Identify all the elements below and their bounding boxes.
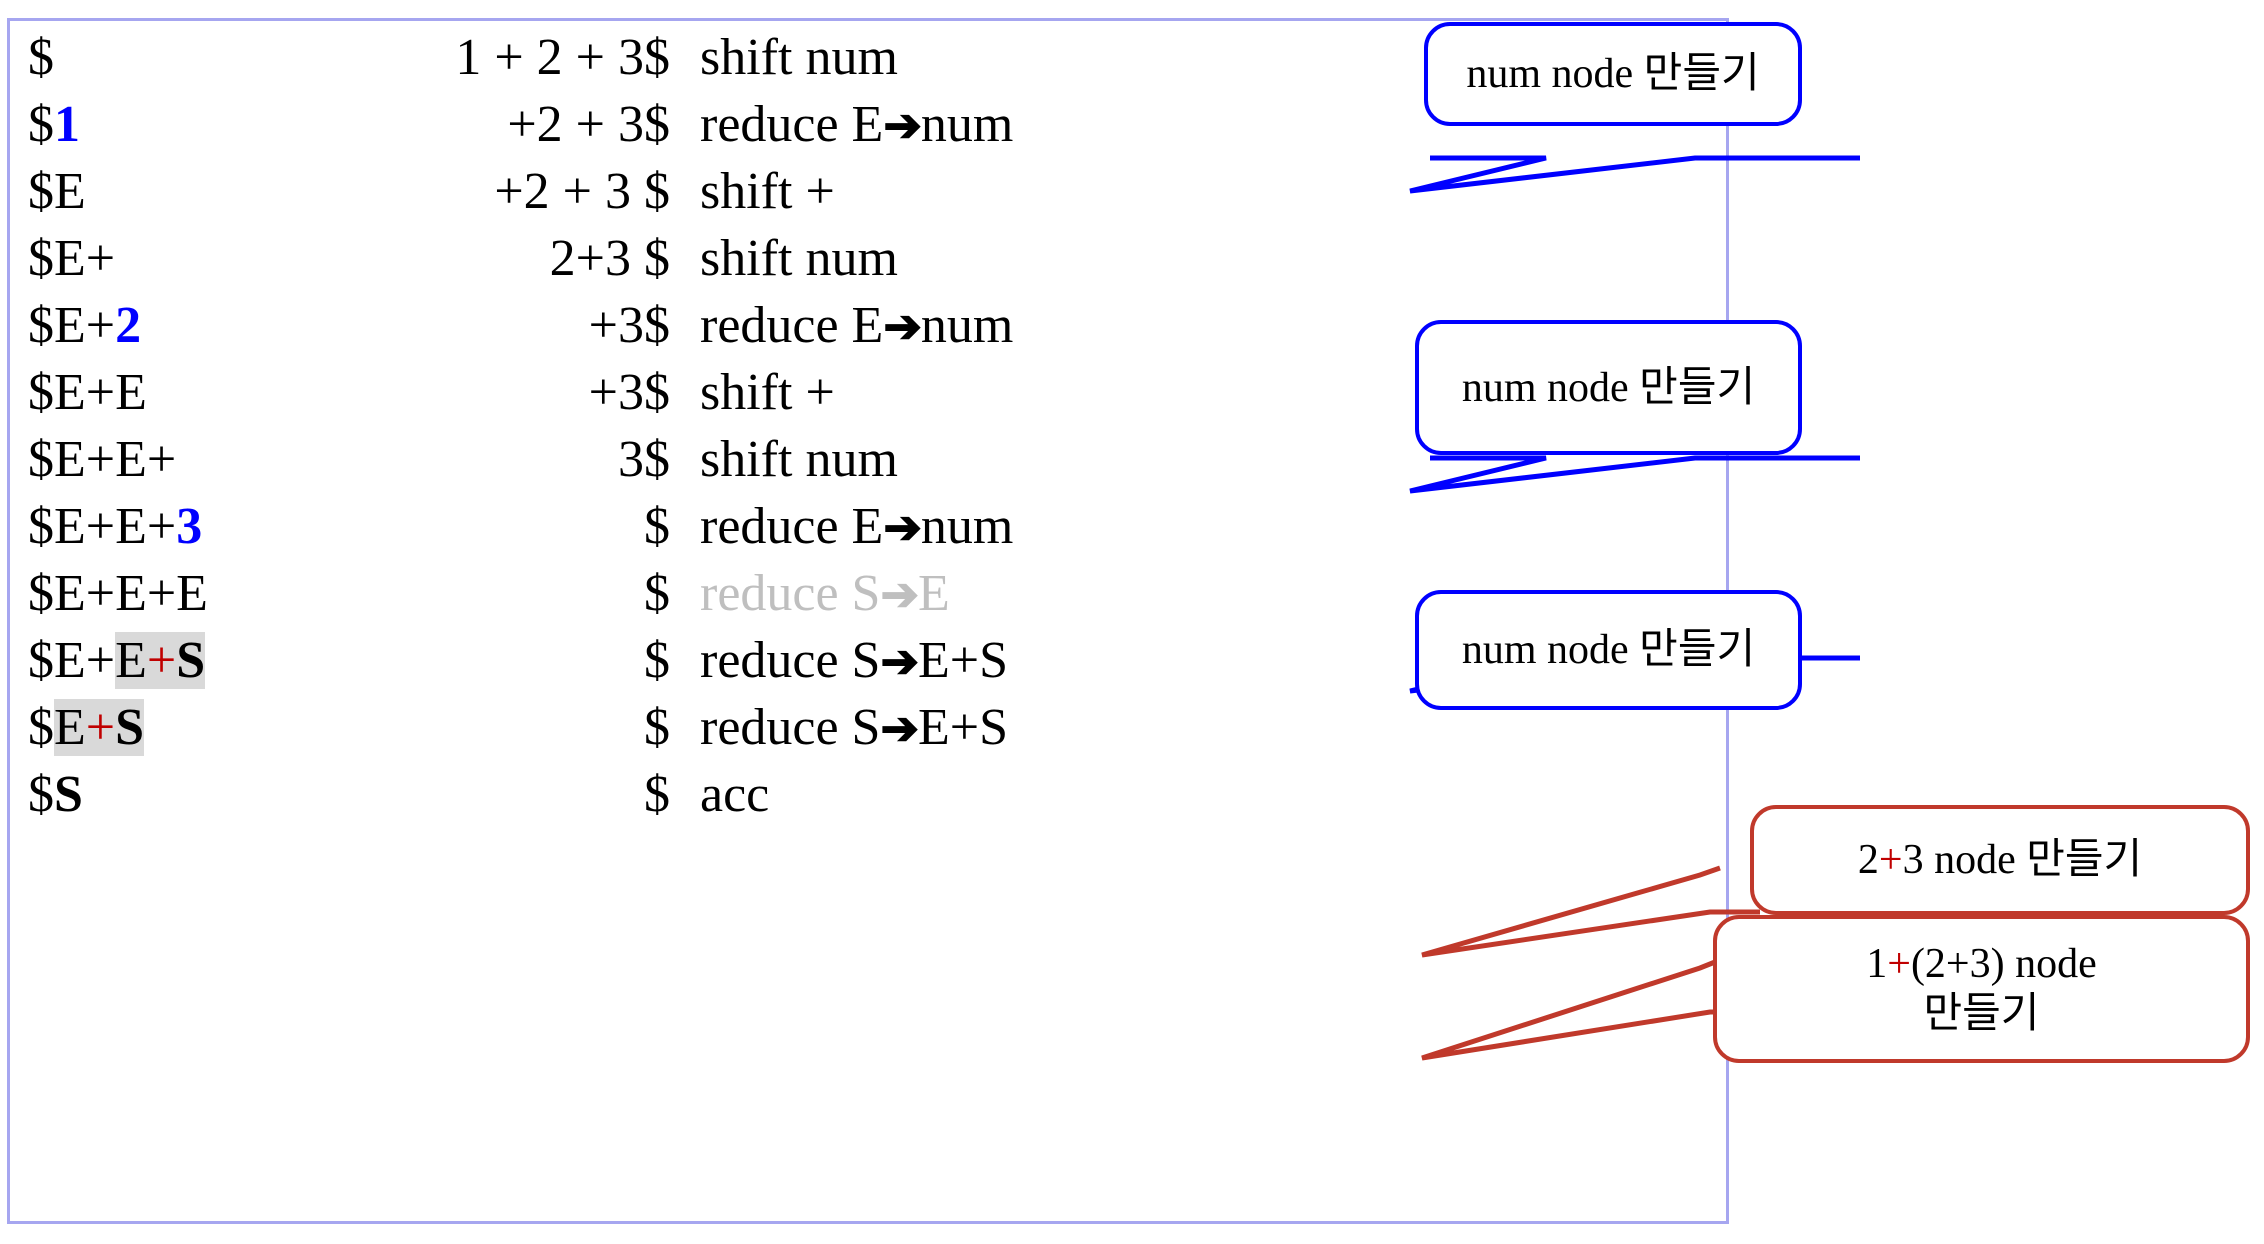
input-cell: $ (644, 766, 670, 823)
input-cell: $ (644, 699, 670, 756)
action-cell: shift num (700, 431, 898, 488)
input-cell: 3$ (618, 431, 670, 488)
stack-cell: $E+E+S (28, 632, 206, 689)
table-row: $E +2 + 3 $ shift + (0, 160, 1729, 227)
table-row: $E+2 +3$ reduce E➔num (0, 294, 1729, 361)
callout-tail-num-node-1 (1409, 155, 1860, 194)
table-row: $E+E+3 $ reduce E➔num (0, 495, 1729, 562)
table-row: $S $ acc (0, 763, 1729, 830)
input-cell: +3$ (588, 297, 670, 354)
table-row: $E+ 2+3 $ shift num (0, 227, 1729, 294)
action-cell: acc (700, 766, 770, 823)
stack-cell: $E+E+E (28, 565, 208, 622)
action-cell: reduce S➔E+S (700, 699, 1009, 756)
table-row: $E+E +3$ shift + (0, 361, 1729, 428)
input-cell: 2+3 $ (549, 230, 670, 287)
stack-cell: $E+E+3 (28, 498, 203, 555)
action-cell: reduce S➔E+S (700, 632, 1009, 689)
input-cell: $ (644, 498, 670, 555)
stack-cell: $E+ (28, 230, 116, 287)
input-cell: 1 + 2 + 3$ (455, 29, 670, 86)
callout-sum-23: 2+3 node 만들기 (1750, 805, 2250, 915)
input-cell: +2 + 3$ (507, 96, 670, 153)
stack-cell: $E (28, 163, 86, 220)
callout-num-node-1-label: num node 만들기 (1466, 51, 1760, 97)
action-cell: reduce E➔num (700, 498, 1014, 555)
stack-cell: $ (28, 29, 54, 86)
action-cell: reduce E➔num (700, 96, 1014, 153)
callout-tail-sum-1-23 (1421, 957, 1760, 1061)
callout-tail-num-node-2 (1409, 455, 1860, 494)
stack-cell: $E+E+ (28, 431, 177, 488)
input-cell: $ (644, 632, 670, 689)
stack-cell: $E+2 (28, 297, 142, 354)
stack-cell: $S (28, 766, 83, 823)
action-cell: shift + (700, 163, 835, 220)
table-row: $E+S $ reduce S➔E+S (0, 696, 1729, 763)
callout-num-node-2-label: num node 만들기 (1461, 364, 1756, 411)
callout-tail-sum-23 (1421, 865, 1760, 958)
stack-cell: $E+E (28, 364, 147, 421)
action-cell: shift num (700, 29, 898, 86)
input-cell: $ (644, 565, 670, 622)
table-row: $1 +2 + 3$ reduce E➔num (0, 93, 1729, 160)
table-row: $1 + 2 + 3$ shift num (0, 26, 1729, 93)
stack-cell: $1 (28, 96, 80, 153)
table-row: $E+E+E $ reduce S➔E (0, 562, 1729, 629)
callout-num-node-3-label: num node 만들기 (1461, 627, 1756, 673)
action-cell: shift + (700, 364, 835, 421)
callout-sum-23-label: 2+3 node 만들기 (1857, 837, 2143, 883)
stack-cell: $E+S (28, 699, 145, 756)
input-cell: +2 + 3 $ (494, 163, 670, 220)
action-cell: reduce E➔num (700, 297, 1014, 354)
parse-trace-table: $1 + 2 + 3$ shift num $1 +2 + 3$ reduce E➔nu… (0, 26, 1729, 830)
action-cell: shift num (700, 230, 898, 287)
callout-num-node-3: num node 만들기 (1415, 590, 1802, 710)
table-row: $E+E+S $ reduce S➔E+S (0, 629, 1729, 696)
input-cell: +3$ (588, 364, 670, 421)
action-cell: reduce S➔E (700, 565, 950, 622)
table-row: $E+E+ 3$ shift num (0, 428, 1729, 495)
callout-num-node-2: num node 만들기 (1415, 320, 1802, 455)
callout-num-node-1: num node 만들기 (1424, 22, 1802, 126)
